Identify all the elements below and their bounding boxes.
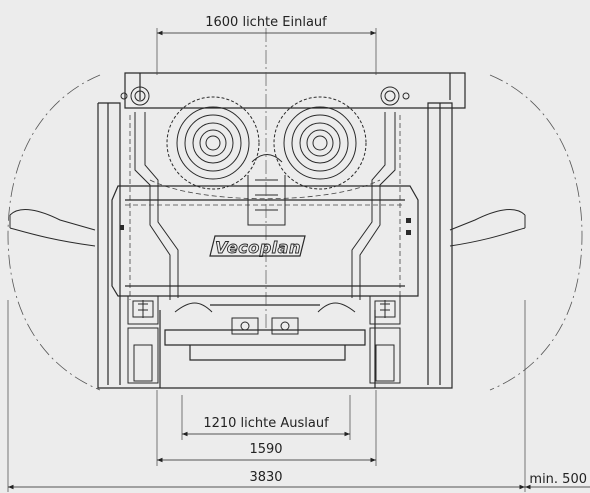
right-rotor xyxy=(273,96,367,190)
brand-plate: Vecoplan xyxy=(209,235,306,257)
dim-inlet-text: 1600 lichte Einlauf xyxy=(205,15,327,30)
bearing-right xyxy=(369,295,401,384)
extension-lines xyxy=(7,28,526,492)
left-side-arm xyxy=(9,209,96,247)
dim-inner-text: 1590 xyxy=(249,442,282,457)
dim-total-text: 3830 xyxy=(249,470,282,485)
dim-outlet-text: 1210 lichte Auslauf xyxy=(203,416,329,431)
left-rotor xyxy=(166,96,260,190)
bearing-left xyxy=(127,295,159,384)
right-side-arm xyxy=(449,209,526,247)
machine-frame xyxy=(97,72,466,389)
front-body-fixings xyxy=(120,218,411,235)
dim-clearance-text: min. 500 xyxy=(529,472,587,487)
dimension-lines xyxy=(8,30,590,490)
center-clamps xyxy=(174,302,356,335)
front-body xyxy=(111,185,419,297)
swing-envelope xyxy=(7,74,583,391)
hidden-lines xyxy=(125,115,405,300)
top-bolts xyxy=(120,86,410,106)
brand-logo: Vecoplan xyxy=(215,238,301,257)
